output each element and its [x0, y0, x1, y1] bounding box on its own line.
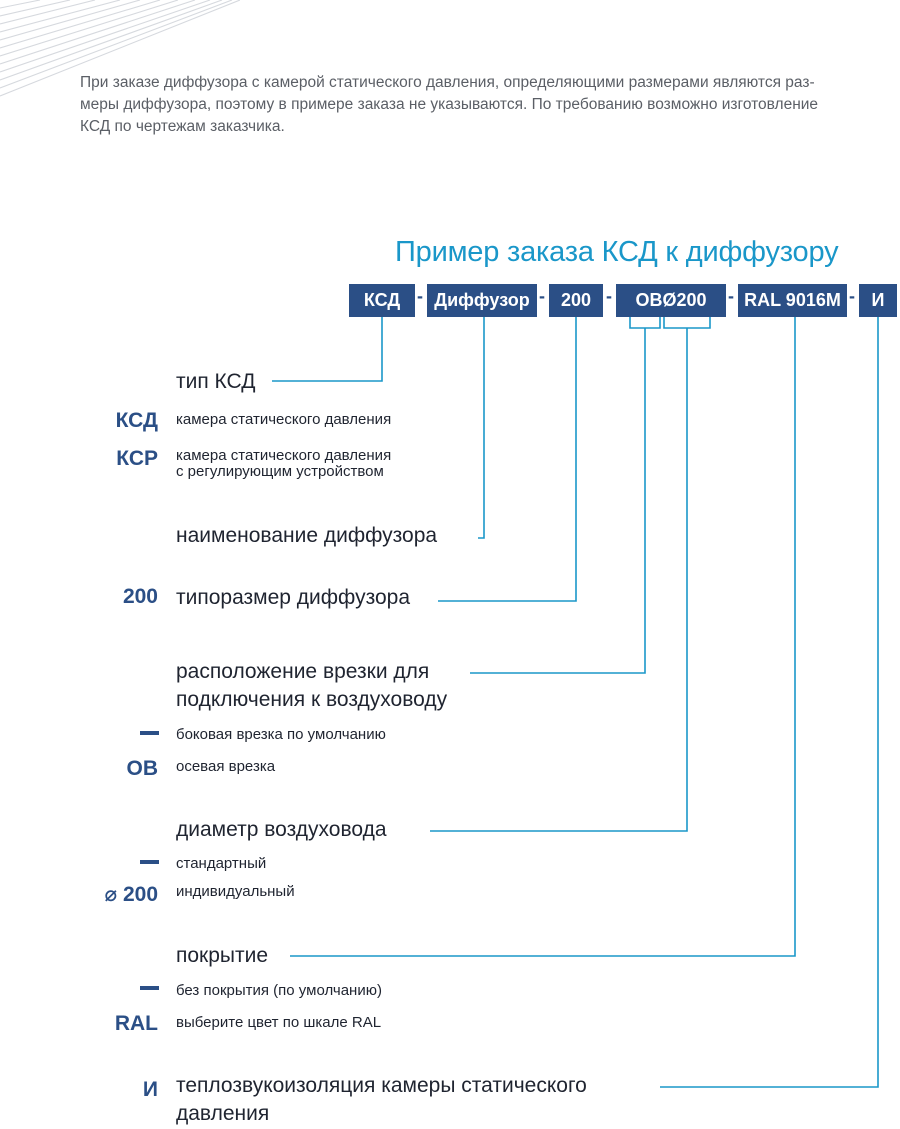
coating-desc-none: без покрытия (по умолчанию) — [176, 982, 382, 999]
type-code-ksr: КСР — [116, 447, 158, 470]
code-separator: - — [606, 286, 612, 306]
inlet-default-dash — [140, 731, 159, 735]
insulation-code: И — [142, 1078, 158, 1101]
code-box-insulation: И — [859, 284, 897, 317]
code-box-type: КСД — [349, 284, 415, 317]
coating-desc-ral: выберите цвет по шкале RAL — [176, 1014, 382, 1031]
intro-line-1: При заказе диффузора с камерой статическ… — [80, 74, 815, 91]
code-box-diffuser: Диффузор — [427, 284, 537, 317]
name-heading: наименование диффузора — [176, 524, 442, 548]
corner-decoration — [0, 0, 240, 97]
diameter-desc-custom: индивидуальный — [176, 883, 295, 900]
code-box-coating: RAL 9016M — [738, 284, 847, 317]
type-desc-ksr-line2: с регулирующим устройством — [176, 463, 384, 480]
code-box-inlet-diameter: ОВØ200 — [616, 284, 726, 317]
coating-heading: покрытие — [176, 944, 273, 968]
diameter-heading: диаметр воздуховода — [176, 818, 391, 842]
type-heading: тип КСД — [176, 370, 260, 394]
coating-default-dash — [140, 986, 159, 990]
type-desc-ksr-line1: камера статического давления — [176, 447, 392, 464]
inlet-heading: расположение врезки для подключения к во… — [176, 658, 452, 714]
size-heading: типоразмер диффузора — [176, 586, 415, 610]
intro-line-2: меры диффузора, поэтому в примере заказа… — [80, 96, 819, 113]
coating-code-ral: RAL — [114, 1012, 158, 1035]
type-desc-ksr: камера статического давления с регулирую… — [176, 448, 391, 480]
code-separator: - — [728, 286, 734, 306]
diameter-code-custom: ⌀ 200 — [104, 883, 158, 906]
insulation-heading-line2: давления — [176, 1102, 270, 1125]
code-separator: - — [539, 286, 545, 306]
inlet-desc-side: боковая врезка по умолчанию — [176, 726, 386, 743]
code-separator: - — [849, 286, 855, 306]
diameter-desc-standard: стандартный — [176, 855, 267, 872]
inlet-heading-line2: подключения к воздуховоду — [176, 688, 448, 711]
type-code-ksd: КСД — [115, 409, 158, 432]
intro-paragraph: При заказе диффузора с камерой статическ… — [80, 72, 895, 138]
inlet-code-axial: ОВ — [126, 757, 159, 780]
diameter-default-dash — [140, 860, 159, 864]
intro-line-3: КСД по чертежам заказчика. — [80, 118, 285, 135]
insulation-heading-line1: теплозвукоизоляция камеры статического — [176, 1074, 587, 1097]
inlet-desc-axial: осевая врезка — [176, 758, 276, 775]
code-separator: - — [417, 286, 423, 306]
type-desc-ksd-line: камера статического давления — [176, 411, 392, 428]
size-code: 200 — [122, 585, 158, 608]
inlet-heading-line1: расположение врезки для — [176, 660, 430, 683]
code-box-size: 200 — [549, 284, 603, 317]
order-example-title: Пример заказа КСД к диффузору — [395, 236, 839, 268]
type-desc-ksd: камера статического давления — [176, 412, 391, 428]
insulation-heading: теплозвукоизоляция камеры статического д… — [176, 1072, 591, 1128]
